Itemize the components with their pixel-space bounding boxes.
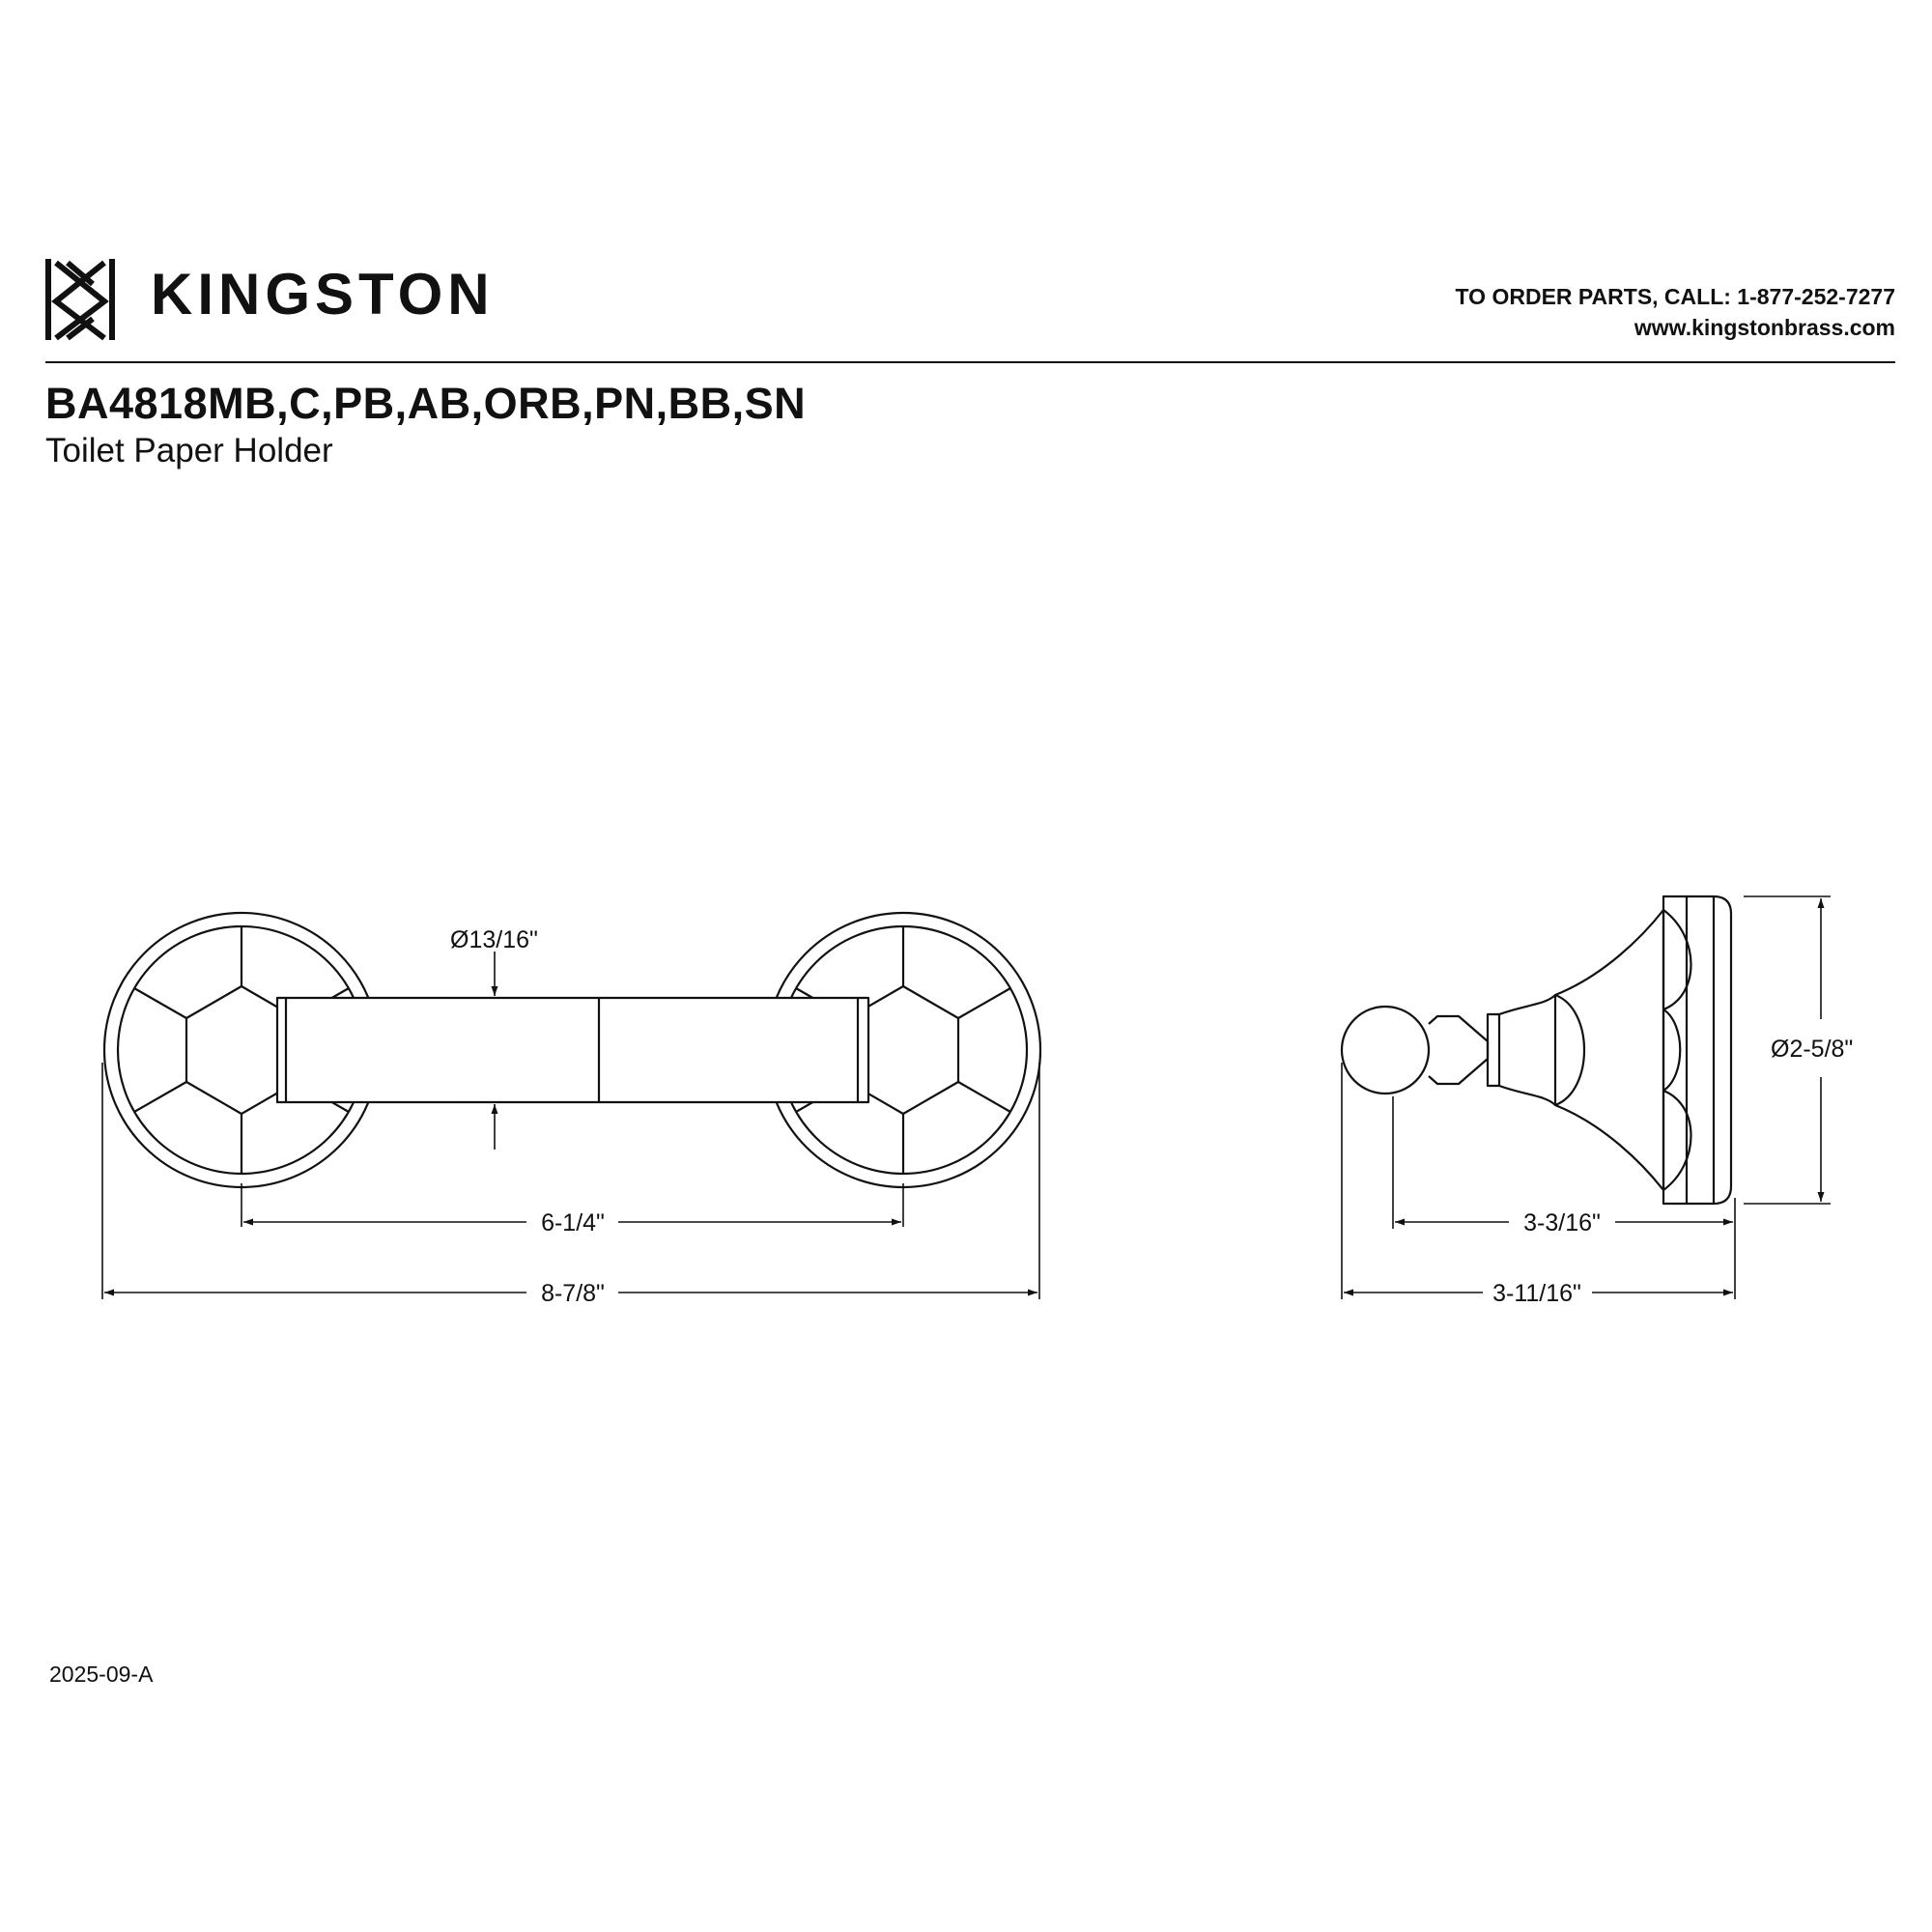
header-divider (45, 361, 1895, 363)
paper-roller-rod (275, 996, 870, 1104)
projection-inner-label: 3-3/16" (1523, 1209, 1601, 1236)
model-number: BA4818MB,C,PB,AB,ORB,PN,BB,SN (45, 379, 807, 428)
projection-overall-label: 3-11/16" (1492, 1280, 1581, 1307)
parts-phone: TO ORDER PARTS, CALL: 1-877-252-7277 (1455, 284, 1895, 309)
website-link[interactable]: www.kingstonbrass.com (1634, 315, 1895, 340)
extension-lines (101, 895, 1831, 1299)
rod-diameter-label: Ø13/16" (450, 926, 538, 953)
product-name: Toilet Paper Holder (45, 432, 333, 469)
flange-diameter-label: Ø2-5/8" (1771, 1036, 1853, 1063)
side-view (1340, 895, 1733, 1206)
overall-width-label: 8-7/8" (541, 1280, 605, 1307)
dimension-lines (104, 898, 1825, 1296)
kingston-monogram-icon (45, 259, 115, 341)
brand-name: KINGSTON (151, 262, 495, 327)
center-spacing-label: 6-1/4" (541, 1209, 605, 1236)
revision-code: 2025-09-A (49, 1662, 154, 1687)
